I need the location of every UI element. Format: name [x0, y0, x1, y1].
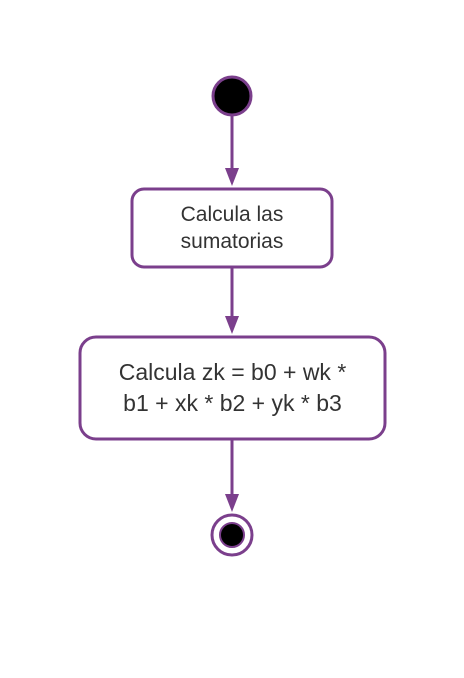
final-node [210, 513, 254, 557]
action-node-calcula-sumatorias [130, 187, 334, 269]
initial-node [211, 75, 253, 117]
arrowhead-icon [225, 494, 239, 512]
arrowhead-icon [225, 316, 239, 334]
edge-step-1-to-step-2 [225, 268, 239, 334]
edge-step-2-to-end [225, 440, 239, 512]
edge-start-to-step-1 [225, 116, 239, 186]
arrowhead-icon [225, 168, 239, 186]
action-node-calcula-zk [78, 335, 387, 441]
